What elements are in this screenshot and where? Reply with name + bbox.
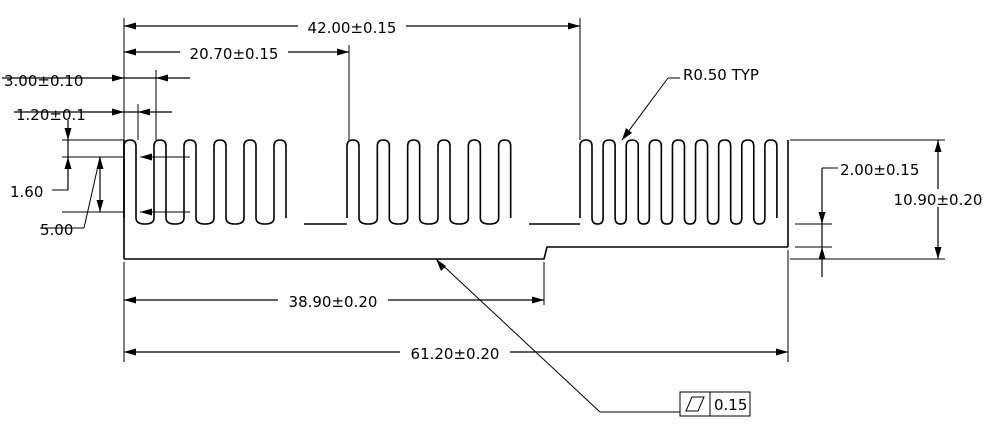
dim-text-3-00: 3.00±0.10 [4,72,83,90]
dim-overall-width: 61.20±0.20 [124,343,788,363]
base-bottom-edge [124,246,788,260]
dim-text-5-00: 5.00 [40,221,73,239]
dim-text-1-60: 1.60 [10,183,43,201]
dim-fin-depth: 5.00 [40,153,190,239]
dim-text-2-00: 2.00±0.15 [840,161,919,179]
dim-text-1-20: 1.20±0.1 [16,106,86,124]
dim-text-42: 42.00±0.15 [308,19,397,37]
flatness-tolerance: 0.15 [714,396,747,414]
fin-group-3 [579,139,778,225]
dim-fillet-radius: R0.50 TYP [621,66,759,141]
dim-fin-group-offset: 20.70±0.15 [124,43,349,63]
flatness-callout: 0.15 [435,258,751,417]
dim-text-r0-50: R0.50 TYP [683,66,759,84]
dim-text-38-90: 38.90±0.20 [289,293,378,311]
dim-overall-fin-span: 42.00±0.15 [124,17,580,37]
dim-text-61-20: 61.20±0.20 [411,345,500,363]
dim-overall-height: 10.90±0.20 [885,140,991,259]
dim-text-20-70: 20.70±0.15 [190,45,279,63]
fin-group-1 [123,139,287,225]
fin-group-2 [346,139,512,225]
dim-fin-thickness: 1.20±0.1 [14,106,172,124]
extension-lines [62,18,945,362]
dim-step-position: 38.90±0.20 [124,291,544,311]
dim-base-thickness: 2.00±0.15 [818,161,919,277]
dim-text-10-90: 10.90±0.20 [894,191,983,209]
flatness-icon [685,396,705,412]
dim-fin-pitch: 3.00±0.10 [2,72,190,90]
heatsink-profile [123,139,778,225]
dim-fin-tip-offset: 1.60 [10,120,72,201]
